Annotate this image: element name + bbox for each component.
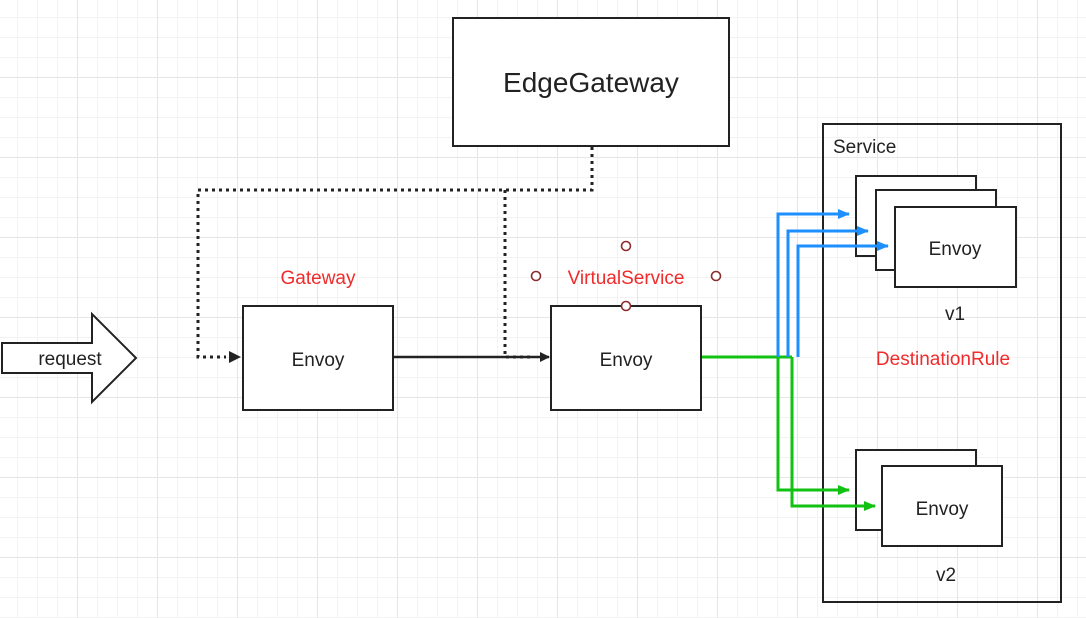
virtualservice-handle-bottom <box>620 300 632 312</box>
destinationrule-label: DestinationRule <box>876 349 1010 370</box>
request-arrow: request <box>1 311 138 405</box>
request-label: request <box>38 349 102 370</box>
gateway-label: Gateway <box>281 268 356 289</box>
gateway-envoy-node: Envoy <box>242 305 394 411</box>
envoy-v1-label: Envoy <box>929 239 982 260</box>
green-route-to-v2 <box>702 355 876 511</box>
virtualservice-envoy-label: Envoy <box>600 350 653 371</box>
dotted-arrowhead-gateway <box>229 351 241 363</box>
edge-gateway-label: EdgeGateway <box>503 67 679 98</box>
blue-route-to-v1 <box>776 209 889 357</box>
gateway-envoy-label: Envoy <box>292 350 345 371</box>
virtualservice-label: VirtualService <box>568 268 685 289</box>
virtualservice-handles <box>530 240 722 282</box>
virtualservice-envoy-node: Envoy <box>550 305 702 411</box>
v1-label: v1 <box>945 304 965 325</box>
service-label: Service <box>833 137 896 158</box>
service-container: Service <box>822 123 1062 603</box>
edge-gateway-node: EdgeGateway <box>452 17 730 147</box>
envoy-v2-stack: Envoy <box>855 449 1003 547</box>
v2-label: v2 <box>936 565 956 586</box>
envoy-v2-label: Envoy <box>916 499 969 520</box>
envoy-v1-stack: Envoy <box>855 175 1017 288</box>
